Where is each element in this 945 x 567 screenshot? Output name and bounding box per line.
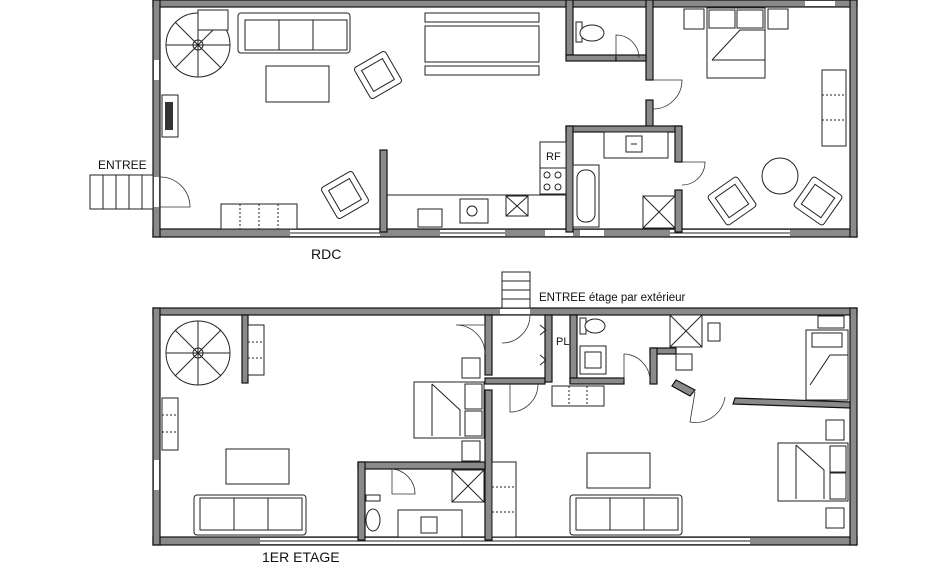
- kitchen-sink: [459, 198, 489, 224]
- entrance-door[interactable]: [159, 176, 191, 208]
- corridor-door[interactable]: [689, 391, 726, 423]
- nightstand-etage-2: [461, 440, 481, 462]
- fridge-label: RF: [546, 151, 561, 163]
- fridge: [539, 141, 567, 169]
- sofa-rdc: [237, 12, 351, 54]
- spiral-staircase-etage: [165, 320, 231, 386]
- sideboard-etage: [551, 385, 605, 407]
- fireplace-hearth: [165, 102, 173, 130]
- shower-etage-lower: [451, 469, 485, 503]
- kitchen-bin: [417, 208, 443, 228]
- cooker: [539, 167, 567, 195]
- rdc-west-wall: [152, 0, 161, 238]
- closet-label: PL: [556, 336, 569, 348]
- double-bed-etage-2: [777, 442, 849, 502]
- rdc-bath-wall-east: [674, 125, 683, 163]
- rdc-bath-wall-east-2: [674, 189, 683, 233]
- bathroom-door[interactable]: [681, 161, 706, 186]
- rdc-bedroom-wall-west-2: [645, 99, 654, 128]
- spiral-staircase: [165, 9, 231, 78]
- entrance-steps: [89, 174, 154, 210]
- toilet-etage-upper: [579, 317, 606, 335]
- nightstand-etage-3: [817, 315, 845, 329]
- shower-shelf: [707, 322, 721, 342]
- shower-etage-upper: [669, 314, 703, 348]
- armchair-rdc-1: [354, 51, 402, 99]
- rdc-east-wall: [849, 0, 858, 238]
- toilet-rdc: [575, 21, 605, 43]
- bedroom-door-rdc[interactable]: [652, 79, 683, 110]
- exterior-entrance-label: ENTREE étage par extérieur: [539, 292, 686, 304]
- kitchen-hob: [505, 195, 529, 217]
- wc-door-etage[interactable]: [623, 353, 651, 382]
- dining-table-rdc: [424, 12, 540, 76]
- bookshelf-etage-2: [161, 397, 179, 451]
- toilet-etage-lower: [365, 494, 381, 532]
- nightstand-etage-4: [825, 419, 845, 441]
- rdc-bedroom-wall-west: [645, 0, 654, 81]
- round-table-rdc: [761, 157, 799, 195]
- washbasin-etage-upper: [579, 345, 607, 375]
- etage-east-wall: [849, 307, 858, 546]
- etage-west-wall: [152, 307, 161, 546]
- nightstand-etage-1: [461, 357, 481, 379]
- sofa-etage-1: [193, 494, 307, 536]
- rdc-wc-wall-south: [565, 54, 617, 62]
- coffee-table-rdc: [265, 65, 330, 103]
- bedroom-door-etage-1[interactable]: [455, 324, 486, 355]
- bathroom-door-etage[interactable]: [391, 468, 416, 495]
- first-floor: ENTREE étage par extérieur PL: [152, 271, 858, 565]
- nightstand-etage-5: [825, 507, 845, 529]
- stool-etage: [675, 353, 693, 371]
- entrance-label: ENTREE: [98, 158, 147, 172]
- rdc-bath-wall-west: [565, 125, 574, 233]
- hall-door[interactable]: [509, 383, 539, 413]
- armchair-rdc-2: [321, 171, 369, 219]
- coffee-table-etage-2: [586, 452, 651, 489]
- bookshelf-etage-1: [247, 324, 265, 376]
- sofa-etage-2: [569, 494, 683, 536]
- wc-door[interactable]: [615, 34, 640, 59]
- etage-wall-a: [484, 314, 493, 376]
- armchair-rdc-4: [793, 176, 843, 226]
- rdc-bath-wall-north: [565, 125, 682, 133]
- double-bed-etage-1: [413, 381, 485, 439]
- exterior-entry-door[interactable]: [501, 314, 531, 344]
- etage-wall-b: [484, 389, 493, 541]
- ground-floor-label: RDC: [311, 246, 341, 262]
- armchair-rdc-3: [707, 176, 757, 226]
- wardrobe-etage: [491, 461, 517, 538]
- coffee-table-etage: [225, 448, 290, 485]
- bathroom-sink-rdc: [603, 131, 669, 159]
- double-bed-rdc: [706, 7, 766, 79]
- ground-floor: RF: [89, 0, 858, 262]
- rdc-wc-wall-west: [565, 0, 574, 56]
- wardrobe-rdc: [821, 69, 847, 147]
- bathroom-sink-etage: [397, 509, 463, 538]
- nightstand-2: [767, 8, 789, 30]
- rdc-living-partition: [379, 149, 388, 233]
- exterior-staircase: [501, 271, 531, 309]
- nightstand-1: [683, 8, 705, 30]
- bathtub-rdc: [572, 164, 600, 228]
- rdc-north-wall: [152, 0, 858, 8]
- single-bed-etage: [805, 329, 849, 401]
- shower-rdc: [642, 195, 676, 229]
- sideboard-rdc: [220, 203, 298, 230]
- first-floor-label: 1ER ETAGE: [262, 549, 340, 565]
